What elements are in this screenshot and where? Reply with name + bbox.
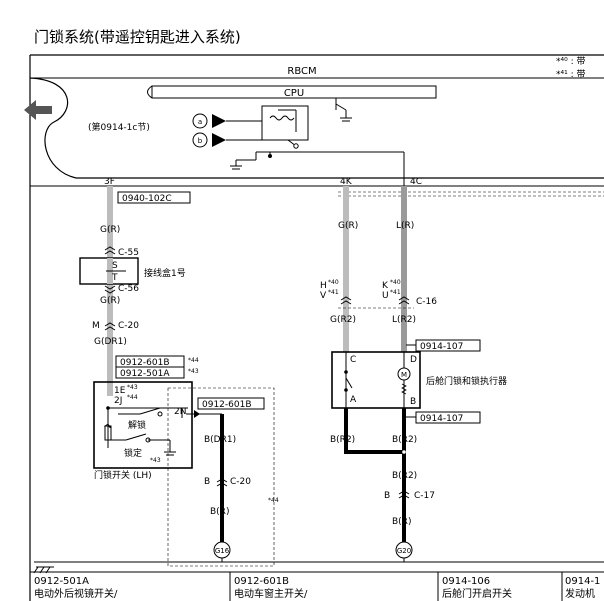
- door-switch-label: 门锁开关 (LH): [94, 469, 152, 481]
- switch-lock: 锁定: [124, 447, 142, 459]
- rbcm-label: RBCM: [287, 66, 316, 77]
- footer-desc-3: 后舱门开启开关: [442, 587, 512, 600]
- ref-5[interactable]: 0914-107: [420, 342, 463, 352]
- wire-label-gr-2: G(R): [100, 296, 120, 306]
- conn-k: K: [382, 281, 389, 291]
- svg-text:*40: *40: [390, 279, 401, 286]
- actuator-label: 后舱门锁和锁执行器: [426, 375, 507, 387]
- ref-6[interactable]: 0914-107: [420, 414, 463, 424]
- cpu-label: CPU: [284, 88, 304, 99]
- pin-a-label: a: [198, 118, 202, 126]
- junction-s: S: [112, 261, 118, 271]
- footer-desc-4: 发动机: [565, 587, 595, 600]
- conn-h: H: [320, 281, 327, 291]
- motor-icon: [397, 367, 411, 381]
- conn-m: M: [92, 321, 100, 331]
- pin-4k: 4K: [340, 177, 353, 187]
- pin-b-circle: [192, 132, 208, 148]
- junction-t: T: [111, 273, 118, 283]
- pin-4c: 4C: [410, 177, 422, 187]
- conn-c16: C-16: [416, 297, 437, 307]
- footer-ref-4[interactable]: 0914-1: [565, 576, 600, 587]
- footer-desc-2: 电动车窗主开关/: [234, 587, 308, 600]
- ref-4[interactable]: 0912-601B: [202, 400, 252, 410]
- wire-label-bdr1: B(DR1): [204, 435, 236, 445]
- footer-desc-1: 电动外后视镜开关/: [34, 587, 118, 600]
- wire-label-br2-c: B(R2): [392, 471, 417, 481]
- svg-text:*43: *43: [127, 384, 138, 391]
- svg-text:*41: *41: [390, 289, 401, 296]
- pin-2n: 2N: [174, 407, 186, 417]
- conn-b1: B: [204, 477, 210, 487]
- option-44-box: [167, 387, 275, 567]
- wire-label-gdr1: G(DR1): [94, 337, 127, 347]
- section-ref: (第0914-1c节): [88, 121, 150, 133]
- ground-g16-label: G16: [215, 547, 230, 555]
- wire-label-br2-a: B(R2): [330, 435, 355, 445]
- conn-c20a: C-20: [118, 321, 139, 331]
- mark-43a: *43: [188, 368, 199, 375]
- svg-text:*44: *44: [127, 394, 138, 401]
- footer-ref-2[interactable]: 0912-601B: [234, 576, 289, 587]
- back-arrow-icon[interactable]: [24, 100, 52, 120]
- ref-1[interactable]: 0940-102C: [122, 194, 172, 204]
- wire-label-br2-b: B(R2): [392, 435, 417, 445]
- ref-box-1[interactable]: [117, 191, 191, 204]
- wire-label-lr2: L(R2): [392, 315, 416, 325]
- wire-label-lr: L(R): [396, 221, 414, 231]
- ground-g20-label: G20: [397, 547, 411, 555]
- conn-c55: C-55: [118, 248, 139, 258]
- pin-b: B: [410, 397, 416, 407]
- ref-2[interactable]: 0912-601B: [120, 358, 170, 368]
- legend-note-40: *⁴⁰ : 带: [556, 56, 585, 67]
- pin-1e: 1E: [114, 386, 126, 396]
- ref-box-3[interactable]: [115, 366, 185, 379]
- motor-label: M: [401, 371, 407, 379]
- wire-label-br-b: B(R): [392, 517, 411, 527]
- mark-44b: *44: [268, 497, 279, 504]
- conn-v: V: [320, 291, 327, 301]
- page-title: 门锁系统(带遥控钥匙进入系统): [34, 28, 241, 46]
- pin-d: D: [410, 355, 417, 365]
- conn-c20b: C-20: [230, 477, 251, 487]
- actuator-box: [331, 351, 421, 409]
- pin-c: C: [350, 355, 356, 365]
- pin-a: A: [350, 395, 357, 405]
- wire-label-gr: G(R): [100, 225, 120, 235]
- conn-u: U: [382, 291, 389, 301]
- pin-3f: 3F: [104, 177, 115, 187]
- mark-44a: *44: [188, 357, 199, 364]
- ref-box-4[interactable]: [197, 397, 265, 410]
- relay-box: [261, 105, 309, 141]
- relay-coil: [269, 115, 295, 121]
- ref-3[interactable]: 0912-501A: [120, 369, 170, 379]
- rbcm-outline: [29, 77, 604, 179]
- conn-c17: C-17: [414, 491, 435, 501]
- wire-label-br: B(R): [210, 507, 229, 517]
- mark-43b: *43: [150, 457, 161, 464]
- pin-b-label: b: [198, 137, 203, 145]
- pin-a-circle: [192, 113, 208, 129]
- conn-b2: B: [384, 491, 390, 501]
- junction-label: 接线盒1号: [144, 267, 186, 279]
- legend-note-41: *⁴¹ : 带: [556, 69, 585, 80]
- svg-text:*41: *41: [328, 289, 339, 296]
- cpu-box: [151, 85, 437, 99]
- footer-ref-3[interactable]: 0914-106: [442, 576, 490, 587]
- conn-c56: C-56: [118, 284, 139, 294]
- wire-label-gr2-4k: G(R2): [330, 315, 356, 325]
- footer-ref-1[interactable]: 0912-501A: [34, 576, 89, 587]
- pin-2j: 2J: [114, 396, 122, 406]
- switch-unlock: 解锁: [128, 419, 146, 431]
- svg-text:*40: *40: [328, 279, 339, 286]
- wire-label-gr-4k: G(R): [338, 221, 358, 231]
- door-lock-switch-box: [93, 381, 193, 469]
